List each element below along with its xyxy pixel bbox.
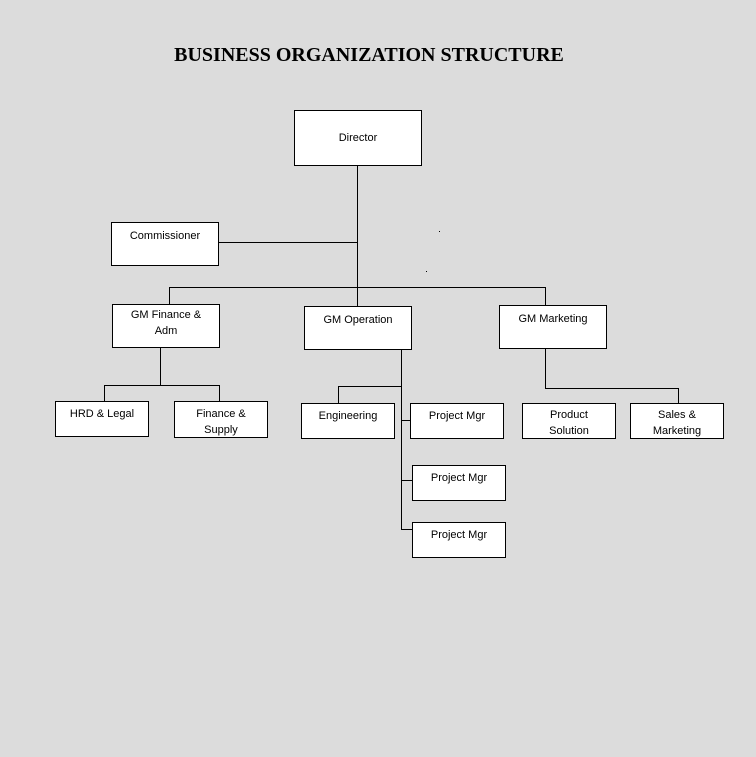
node-commissioner: Commissioner — [111, 222, 219, 266]
node-sales-marketing: Sales & Marketing — [630, 403, 724, 439]
node-project-mgr-2: Project Mgr — [412, 465, 506, 501]
chart-title: BUSINESS ORGANIZATION STRUCTURE — [174, 44, 564, 66]
stray-dot — [439, 231, 440, 232]
stray-dot — [426, 271, 427, 272]
node-engineering: Engineering — [301, 403, 395, 439]
node-gm-finance: GM Finance & Adm — [112, 304, 220, 348]
node-director: Director — [294, 110, 422, 166]
node-project-mgr-1: Project Mgr — [410, 403, 504, 439]
node-hrd-legal: HRD & Legal — [55, 401, 149, 437]
node-product-solution: Product Solution — [522, 403, 616, 439]
node-gm-operation: GM Operation — [304, 306, 412, 350]
node-project-mgr-3: Project Mgr — [412, 522, 506, 558]
node-gm-marketing: GM Marketing — [499, 305, 607, 349]
node-finance-supply: Finance & Supply — [174, 401, 268, 438]
